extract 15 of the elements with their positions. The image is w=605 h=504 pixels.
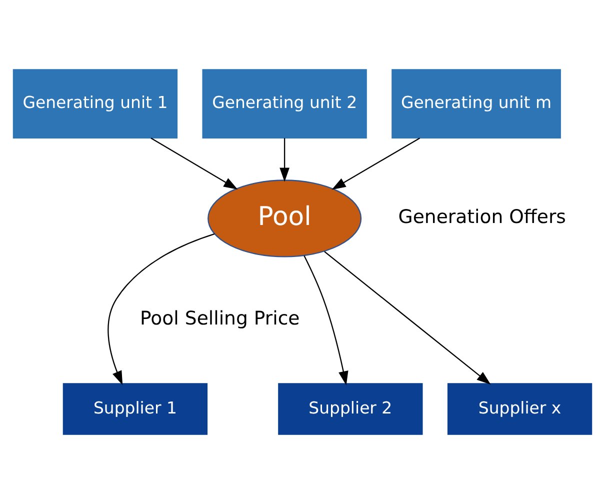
label: Generation Offers xyxy=(398,206,566,228)
node-box: Generating unit 2 xyxy=(202,69,367,138)
node-box: Generating unit m xyxy=(392,69,561,138)
arrow xyxy=(304,255,348,386)
arrow xyxy=(108,233,215,386)
arrow xyxy=(332,138,420,190)
node-ellipse: Pool xyxy=(208,180,362,258)
arrow xyxy=(150,138,238,190)
node-box: Generating unit 1 xyxy=(12,69,178,138)
node-box: Supplier 1 xyxy=(62,383,208,435)
arrow xyxy=(324,251,491,385)
node-box: Supplier x xyxy=(447,383,592,435)
arrow xyxy=(280,138,290,182)
label: Pool Selling Price xyxy=(140,308,300,330)
node-box: Supplier 2 xyxy=(278,383,423,435)
